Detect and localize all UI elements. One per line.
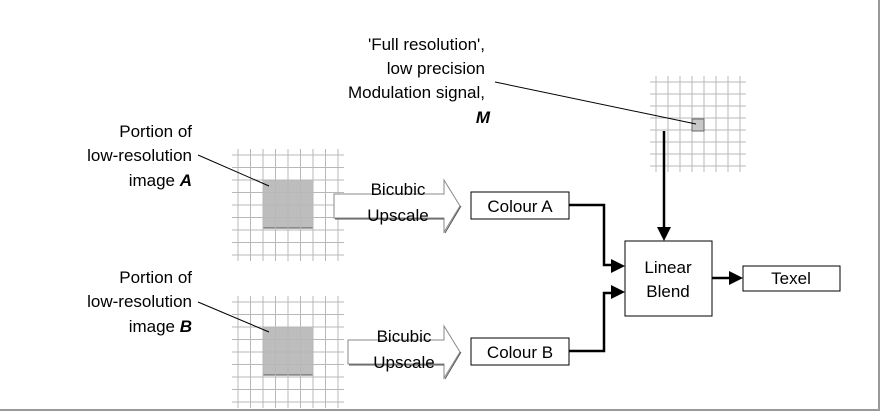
portion-b-label-line1: Portion of	[119, 268, 192, 287]
portion-a-label-line1: Portion of	[119, 122, 192, 141]
modulation-label-letter: M	[476, 108, 491, 127]
colour-a-arrowhead	[611, 259, 625, 273]
texel-box	[742, 265, 841, 292]
colour-a-box	[470, 191, 570, 220]
upscale-a-arrow-shadow	[335, 205, 462, 234]
modulation-label-line2: low precision	[387, 59, 485, 78]
upscale-b-arrow-shadow	[349, 351, 462, 380]
portion-b-label-line2: low-resolution	[87, 292, 192, 311]
upscale-a-label-line2: Upscale	[367, 206, 428, 225]
texel-arrowhead	[729, 271, 743, 285]
colour-a-label: Colour A	[487, 197, 553, 216]
modulation-label-line3: Modulation signal,	[348, 83, 485, 102]
linear-blend-label-line2: Blend	[646, 282, 689, 301]
colour-b-arrowhead	[611, 285, 625, 299]
portion-a-label-line2: low-resolution	[87, 146, 192, 165]
colour-b-label: Colour B	[487, 343, 553, 362]
portion-a-grid	[232, 149, 344, 261]
portion-b-leader-line	[197, 301, 270, 333]
modulation-leader-line	[494, 81, 697, 125]
colour-b-box	[470, 337, 570, 366]
portion-a-label-line3: image A	[129, 171, 192, 190]
modulation-grid	[650, 76, 746, 172]
portion-b-grid	[232, 296, 344, 408]
colour-b-to-blend-connector	[569, 291, 613, 353]
texel-label: Texel	[771, 269, 811, 288]
linear-blend-label-line1: Linear	[644, 258, 692, 277]
portion-b-label-line3: image B	[129, 317, 192, 336]
linear-blend-box	[624, 240, 713, 317]
upscale-a-arrow	[333, 178, 461, 234]
modulation-label-line1: 'Full resolution',	[368, 35, 485, 54]
upscale-b-label-line1: Bicubic	[377, 327, 432, 346]
upscale-b-label-line2: Upscale	[373, 353, 434, 372]
modulation-highlight-cell	[691, 118, 705, 132]
upscale-b-arrow	[347, 324, 461, 380]
portion-a-leader-line	[197, 154, 270, 187]
colour-a-to-blend-connector	[569, 203, 613, 267]
modulation-arrowhead	[657, 227, 671, 241]
upscale-a-label-line1: Bicubic	[371, 180, 426, 199]
